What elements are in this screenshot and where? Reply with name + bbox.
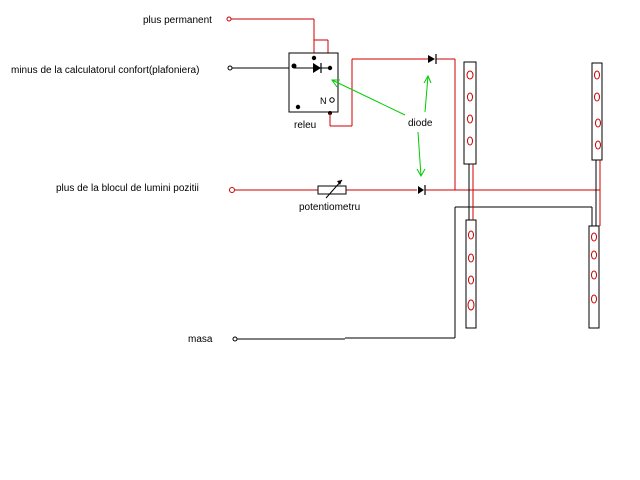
led-icon [591, 270, 597, 280]
terminal-icon-plus-permanent [226, 16, 232, 22]
led-strip-right-lower [588, 225, 600, 329]
label-plus-pozitii: plus de la blocul de lumini pozitii [56, 183, 199, 194]
arrow-head-icon [331, 79, 340, 88]
led-icon [591, 294, 597, 304]
led-icon [595, 118, 601, 128]
led-icon [591, 250, 597, 260]
terminal-icon-plus-pozitii [229, 187, 235, 193]
led-icon [468, 230, 474, 240]
led-icon [591, 232, 597, 242]
led-icon [467, 136, 473, 146]
relay-pin-icon [311, 55, 317, 61]
label-releu: releu [294, 120, 316, 131]
diode-lower-icon [418, 185, 426, 195]
led-icon [467, 114, 473, 124]
led-strip-right-upper [591, 62, 603, 161]
led-icon [594, 92, 600, 102]
terminal-icon-masa [232, 336, 238, 342]
label-masa: masa [188, 334, 213, 345]
led-icon [595, 140, 601, 150]
led-icon [468, 275, 474, 285]
relay-pin-icon [295, 104, 301, 110]
relay-no-contact-icon [329, 97, 335, 103]
relay-pin-icon [291, 63, 297, 69]
led-icon [468, 253, 474, 263]
led-icon [467, 92, 473, 102]
relay-icon [288, 52, 339, 113]
potentiometer-icon [317, 179, 347, 199]
annotation-arrows [331, 74, 432, 178]
led-strip-left-lower [465, 219, 477, 329]
relay-pin-icon [327, 65, 333, 71]
arrow-head-icon [416, 168, 426, 178]
wire-masa [237, 206, 593, 340]
led-icon [466, 70, 474, 80]
relay-diode-icon [313, 63, 321, 73]
label-minus-calculator: minus de la calculatorul confort(plafoni… [11, 65, 199, 76]
relay-box: N [288, 52, 339, 115]
relay-n-label: N [320, 96, 327, 106]
led-strip-left-upper [463, 61, 477, 165]
led-icon [467, 299, 475, 311]
arrow-head-icon [423, 74, 432, 84]
diode-upper-icon [428, 54, 437, 64]
led-icon [594, 70, 600, 80]
label-potentiometru: potentiometru [299, 202, 360, 213]
terminal-icon-minus-calculator [227, 65, 233, 71]
wire-relay-output [329, 58, 456, 190]
label-plus-permanent: plus permanent [143, 15, 212, 26]
label-diode: diode [408, 118, 433, 129]
